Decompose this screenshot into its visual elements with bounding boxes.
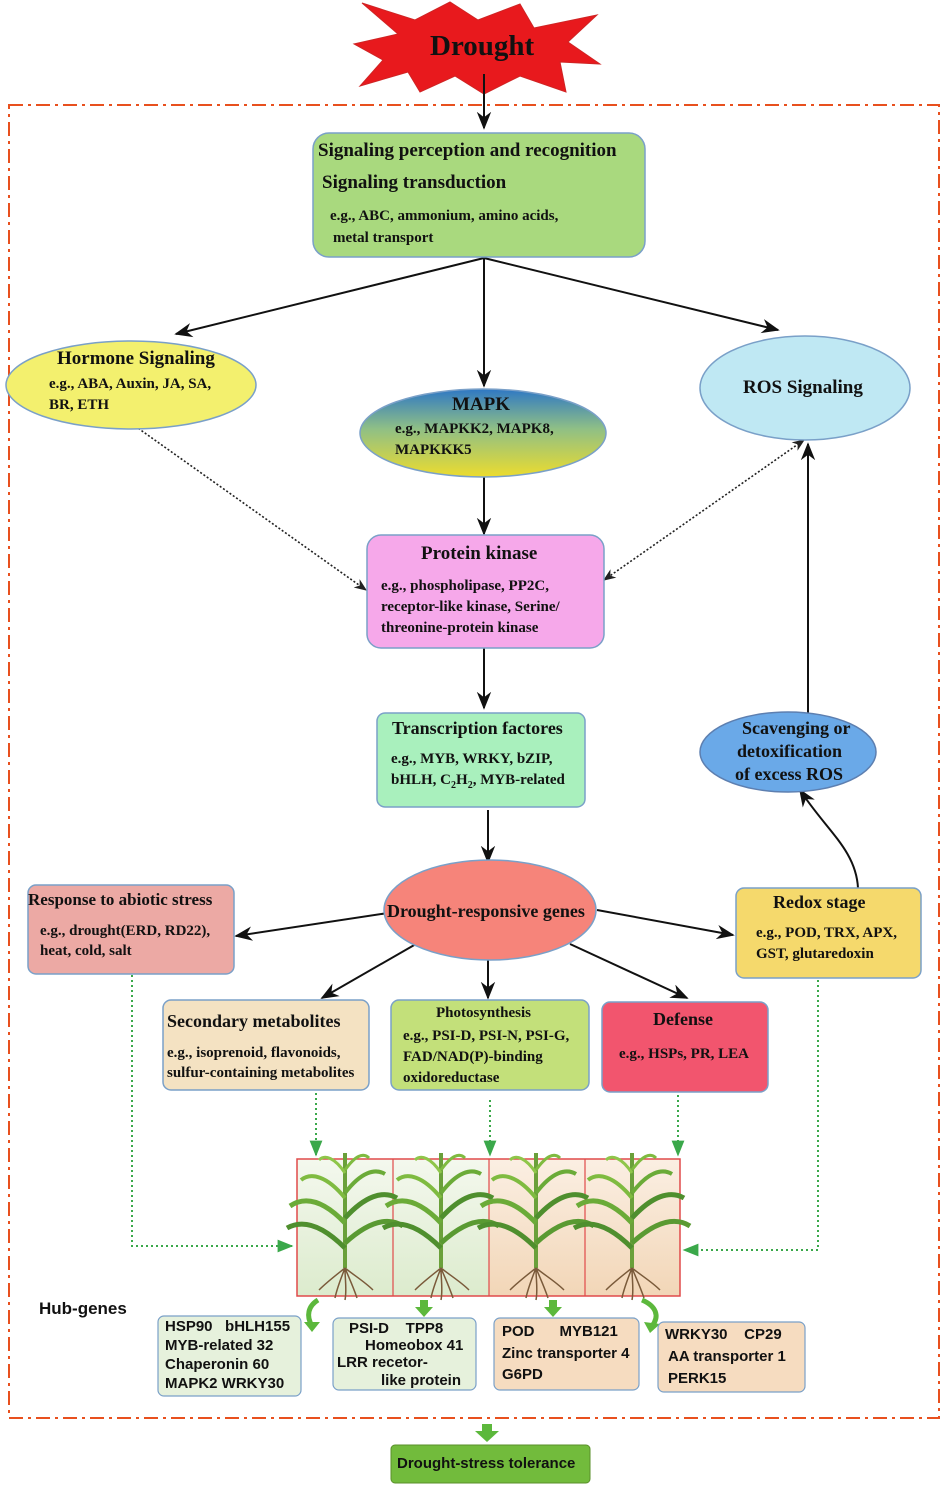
protein-kinase-title: Protein kinase xyxy=(421,543,538,564)
drought-label: Drought xyxy=(430,30,535,62)
tf-example-2: bHLH, C2H2, MYB-related xyxy=(391,772,565,791)
protein-kinase-example-1: e.g., phospholipase, PP2C, xyxy=(381,578,549,594)
hub-box-2 xyxy=(332,1317,477,1391)
photosynthesis-title: Photosynthesis xyxy=(436,1005,532,1021)
bottom-green-arrow-icon xyxy=(482,1424,492,1432)
drought-genes-label: Drought-responsive genes xyxy=(387,901,585,921)
ros-title: ROS Signaling xyxy=(743,377,863,398)
tf-title: Transcription factores xyxy=(392,718,563,738)
defense-box xyxy=(601,1001,769,1093)
redox-title: Redox stage xyxy=(773,892,866,912)
hub-box-3 xyxy=(493,1317,640,1391)
hub-gene-line: LRR recetor- xyxy=(337,1354,428,1371)
hub-box-4 xyxy=(657,1321,806,1393)
mapk-title: MAPK xyxy=(452,394,511,415)
arrow-genes-to-defense xyxy=(569,943,689,999)
photosynthesis-example-3: oxidoreductase xyxy=(403,1070,500,1086)
abiotic-example-1: e.g., drought(ERD, RD22), xyxy=(40,923,211,939)
hormone-title: Hormone Signaling xyxy=(57,348,215,369)
scavenging-line2: detoxification xyxy=(737,741,842,761)
ros-ellipse xyxy=(699,335,911,441)
tolerance-label: Drought-stress tolerance xyxy=(397,1455,576,1472)
secondary-example-2: sulfur-containing metabolites xyxy=(167,1065,355,1081)
hub-genes-label: Hub-genes xyxy=(39,1299,127,1318)
arrow-redox-to-scavenging xyxy=(799,788,859,889)
hub-gene-line: MYB-related 32 xyxy=(165,1337,274,1354)
arrow-genes-to-secondary xyxy=(320,943,417,999)
defense-example-1: e.g., HSPs, PR, LEA xyxy=(619,1046,750,1062)
tf-box xyxy=(376,712,586,808)
defense-title: Defense xyxy=(653,1009,713,1029)
hormone-ellipse xyxy=(5,340,257,430)
arrow-genes-to-redox xyxy=(596,909,735,940)
protein-kinase-example-3: threonine-protein kinase xyxy=(381,620,539,636)
secondary-box xyxy=(162,999,370,1091)
secondary-title: Secondary metabolites xyxy=(167,1011,341,1031)
photosynthesis-example-2: FAD/NAD(P)-binding xyxy=(403,1049,543,1065)
tf-example-1: e.g., MYB, WRKY, bZIP, xyxy=(391,751,553,767)
protein-kinase-box xyxy=(366,534,605,649)
hub-gene-line: PSI-D TPP8 xyxy=(349,1320,444,1337)
mapk-ellipse xyxy=(359,388,607,478)
abiotic-example-2: heat, cold, salt xyxy=(40,943,132,959)
redox-example-1: e.g., POD, TRX, APX, xyxy=(756,925,897,941)
hub-gene-line: MAPK2 WRKY30 xyxy=(165,1375,285,1392)
hub-gene-line: Zinc transporter 4 xyxy=(502,1345,630,1362)
plant-panel xyxy=(287,1153,690,1300)
secondary-example-1: e.g., isoprenoid, flavonoids, xyxy=(167,1045,341,1061)
arrow-to-ros xyxy=(483,257,780,334)
down-green-arrowhead-icon xyxy=(415,1307,433,1317)
signaling-example-1: e.g., ABC, ammonium, amino acids, xyxy=(330,208,559,224)
dotted-abiotic-to-plants xyxy=(131,975,294,1253)
curved-green-arrowhead-icon xyxy=(644,1322,660,1333)
tolerance-box xyxy=(390,1444,591,1484)
hub-gene-line: Chaperonin 60 xyxy=(165,1356,270,1373)
signaling-box xyxy=(312,132,646,258)
drought-genes-ellipse xyxy=(383,859,597,961)
abiotic-title: Response to abiotic stress xyxy=(28,890,213,909)
scavenging-line1: Scavenging or xyxy=(742,718,851,738)
protein-kinase-example-2: receptor-like kinase, Serine/ xyxy=(381,599,560,615)
hub-box-1 xyxy=(157,1315,302,1397)
arrow-genes-to-abiotic xyxy=(234,912,389,941)
dotted-redox-to-plants xyxy=(682,980,819,1257)
hub-gene-line: PERK15 xyxy=(668,1370,727,1387)
hub-gene-line: Homeobox 41 xyxy=(365,1337,464,1354)
hub-gene-line: G6PD xyxy=(502,1366,543,1383)
signaling-line1: Signaling perception and recognition xyxy=(318,140,617,161)
outer-boundary xyxy=(8,104,940,1419)
scavenging-line3: of excess ROS xyxy=(735,764,843,784)
hub-gene-line: like protein xyxy=(381,1372,462,1389)
hub-gene-line: POD MYB121 xyxy=(502,1323,618,1340)
scavenging-ellipse xyxy=(699,711,877,793)
signaling-example-2: metal transport xyxy=(333,230,434,246)
hormone-example-1: e.g., ABA, Auxin, JA, SA, xyxy=(49,376,212,392)
hub-gene-line: WRKY30 CP29 xyxy=(665,1326,782,1343)
drought-star xyxy=(352,1,602,95)
hub-gene-line: HSP90 bHLH155 xyxy=(165,1318,291,1335)
curved-green-arrowhead-icon xyxy=(304,1322,320,1332)
arrow-to-hormone xyxy=(174,257,485,338)
photosynthesis-example-1: e.g., PSI-D, PSI-N, PSI-G, xyxy=(403,1028,570,1044)
bottom-green-arrowhead-icon xyxy=(475,1431,499,1442)
mapk-example-1: e.g., MAPKK2, MAPK8, xyxy=(395,421,554,437)
down-green-arrow-icon xyxy=(420,1300,428,1308)
hormone-example-2: BR, ETH xyxy=(49,397,110,413)
arrow-hormone-to-kinase xyxy=(134,425,368,591)
mapk-example-2: MAPKKK5 xyxy=(395,442,472,458)
arrow-kinase-ros xyxy=(602,439,806,581)
photosynthesis-box xyxy=(390,999,590,1091)
down-green-arrow-icon xyxy=(549,1300,557,1308)
redox-box xyxy=(735,887,922,979)
hub-gene-line: AA transporter 1 xyxy=(668,1348,786,1365)
abiotic-box xyxy=(27,884,235,975)
down-green-arrowhead-icon xyxy=(544,1307,562,1317)
redox-example-2: GST, glutaredoxin xyxy=(756,946,874,962)
signaling-line2: Signaling transduction xyxy=(322,172,507,193)
